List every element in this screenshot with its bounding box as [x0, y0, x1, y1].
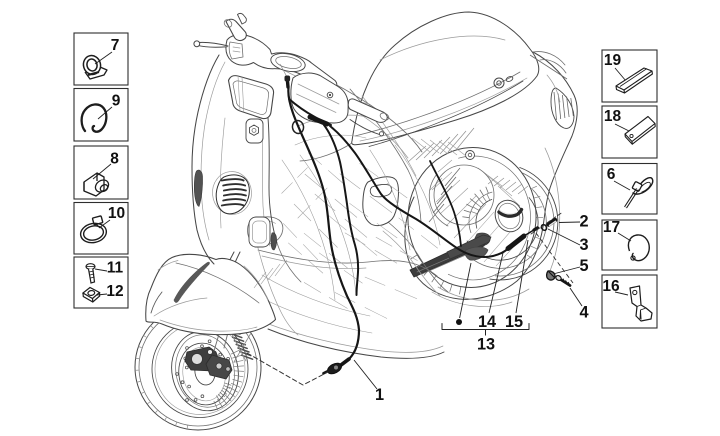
- svg-text:4: 4: [579, 304, 588, 322]
- svg-text:1: 1: [375, 386, 384, 404]
- svg-text:11: 11: [107, 260, 124, 277]
- svg-text:3: 3: [579, 236, 588, 254]
- svg-text:10: 10: [108, 205, 125, 222]
- svg-text:18: 18: [604, 108, 622, 125]
- svg-text:6: 6: [607, 166, 616, 183]
- svg-text:7: 7: [111, 37, 120, 54]
- svg-text:13: 13: [477, 336, 495, 354]
- svg-text:16: 16: [602, 278, 620, 295]
- svg-text:14: 14: [478, 313, 496, 331]
- svg-text:17: 17: [603, 219, 620, 236]
- svg-text:9: 9: [112, 93, 121, 110]
- svg-text:5: 5: [579, 257, 588, 275]
- svg-text:15: 15: [505, 313, 523, 331]
- svg-text:19: 19: [604, 52, 622, 69]
- svg-text:12: 12: [106, 283, 123, 300]
- svg-text:8: 8: [110, 151, 119, 168]
- svg-text:2: 2: [579, 213, 588, 231]
